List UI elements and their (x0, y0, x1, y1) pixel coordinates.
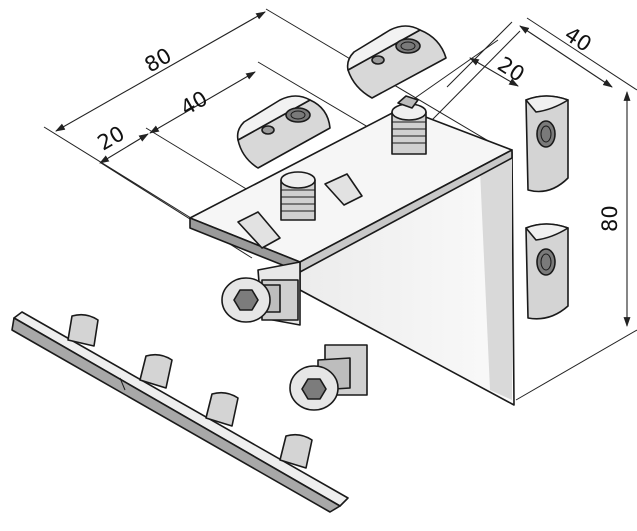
angle-bracket (189, 107, 515, 406)
flange-tab-left (237, 211, 281, 249)
dim-label-20-right: 20 (493, 52, 528, 87)
profile-side-face (11, 317, 341, 513)
extension-line-left-40 (145, 127, 249, 191)
t-nut-thread-hole-left (285, 107, 311, 123)
dim-label-20-top: 20 (94, 121, 129, 155)
side-nut-top-lower (525, 223, 569, 241)
dim-line-20-right (469, 57, 519, 87)
side-nut-hole-lower (536, 248, 556, 276)
profile-clip-3 (205, 391, 239, 427)
dim-line-20-top (99, 133, 149, 164)
t-nut-top-face-left (236, 95, 311, 141)
extension-line-right-bottom (515, 329, 637, 401)
dim-label-80-top: 80 (141, 43, 176, 77)
profile-joint (119, 377, 126, 391)
button-screw-upper (221, 277, 299, 323)
dim-line-40-right (519, 25, 613, 88)
t-nut-side-upper (525, 95, 569, 193)
flange-bolt-left (280, 171, 316, 221)
extension-line-right-40-b (446, 21, 513, 88)
t-nut-ball-right (371, 55, 385, 65)
bracket-web-shade (480, 155, 512, 400)
dim-label-40-top: 40 (177, 86, 212, 120)
bolt-washer-right (397, 95, 419, 109)
t-nut-body-right (347, 29, 447, 99)
flange-tab-right (324, 173, 363, 206)
hex-socket-lower (301, 378, 327, 400)
side-nut-hole-upper (536, 120, 556, 148)
hex-socket-upper (233, 289, 259, 311)
side-nut-top-upper (525, 95, 569, 113)
t-nut-top-left (236, 95, 331, 169)
t-nut-top-right (346, 25, 447, 99)
profile-clip-2 (139, 353, 173, 389)
dim-label-40-right: 40 (560, 22, 595, 57)
dim-line-80-top (55, 11, 266, 132)
bolt-top-left (280, 171, 316, 189)
dim-line-40-top (149, 71, 256, 134)
t-nut-side-lower (525, 223, 569, 320)
dim-label-80-vertical: 80 (598, 205, 622, 232)
profile-top-face (13, 311, 349, 507)
t-nut-top-face-right (346, 25, 421, 71)
button-screw-lower (289, 344, 368, 411)
extension-line-left-outer (43, 126, 192, 219)
profile-clip-4 (279, 433, 313, 469)
t-nut-ball-left (261, 125, 275, 135)
t-nut-thread-hole-right (395, 38, 421, 54)
aluminum-profile-strip (11, 311, 349, 513)
profile-clip-1 (67, 313, 99, 347)
flange-bolt-right (391, 95, 427, 155)
